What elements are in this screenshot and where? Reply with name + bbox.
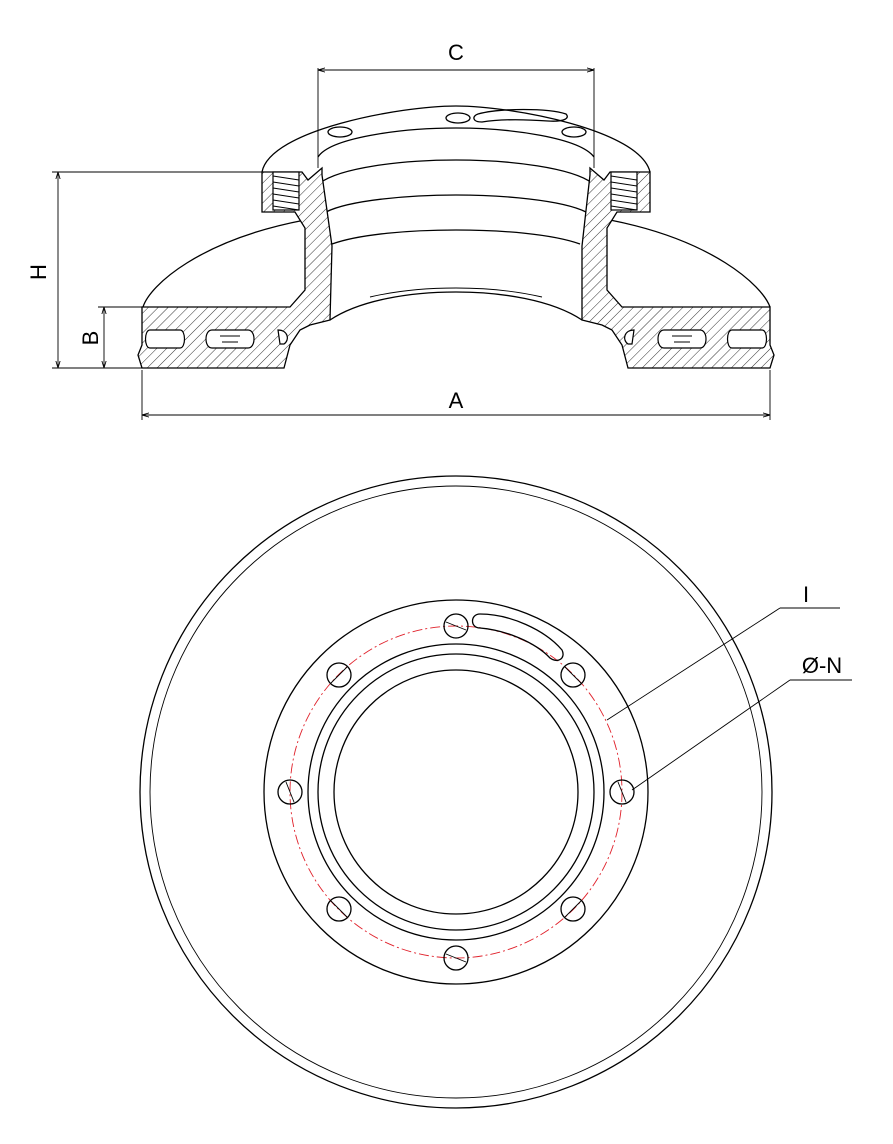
bore-inner bbox=[333, 669, 579, 915]
hat-flange bbox=[263, 599, 649, 985]
bolt-hole-3 bbox=[609, 779, 635, 805]
bore-ring-2 bbox=[325, 194, 587, 213]
disc-outer bbox=[139, 475, 773, 1109]
thread-right-lines bbox=[610, 175, 638, 211]
top-hole-1 bbox=[327, 126, 353, 138]
dim-b-label: B bbox=[78, 331, 103, 346]
dim-a-label: A bbox=[449, 388, 464, 413]
section-left bbox=[137, 166, 333, 369]
vent-right-1 bbox=[726, 329, 768, 349]
bolt-hole-5 bbox=[443, 945, 469, 971]
bore-ring-5 bbox=[369, 287, 543, 298]
leader-i bbox=[606, 607, 781, 721]
section-view: C H B A bbox=[26, 40, 775, 420]
label-i: I bbox=[803, 582, 809, 607]
section-right bbox=[581, 166, 775, 369]
arc-slot bbox=[471, 613, 564, 662]
vent-right-3 bbox=[624, 329, 635, 345]
leader-n bbox=[631, 679, 791, 791]
hat-profile-left bbox=[142, 219, 306, 308]
label-n: Ø-N bbox=[802, 653, 842, 678]
bore-mid bbox=[317, 653, 595, 931]
dim-c-label: C bbox=[448, 40, 464, 65]
bolt-hole-6 bbox=[326, 896, 352, 922]
bore-ring-3 bbox=[331, 229, 581, 245]
dim-h-label: H bbox=[26, 264, 51, 280]
thread-left-lines bbox=[272, 175, 300, 211]
top-hole-2 bbox=[445, 112, 471, 124]
front-view: I Ø-N bbox=[139, 475, 852, 1109]
top-slot bbox=[473, 108, 568, 123]
bore-ring-4 bbox=[329, 291, 583, 321]
disc-outer-chamfer bbox=[149, 485, 763, 1099]
top-flange-front bbox=[317, 127, 595, 158]
bolt-hole-1 bbox=[443, 613, 469, 639]
hat-profile-right bbox=[609, 219, 771, 308]
top-hole-3 bbox=[561, 126, 587, 138]
bolt-hole-7 bbox=[277, 779, 303, 805]
vent-left-1 bbox=[144, 329, 186, 349]
vent-right-2 bbox=[657, 329, 707, 349]
vent-left-3 bbox=[277, 329, 288, 345]
bolt-hole-2 bbox=[560, 662, 586, 688]
bore-outer bbox=[307, 643, 605, 941]
bolt-circle bbox=[289, 625, 623, 959]
bolt-hole-8 bbox=[326, 662, 352, 688]
vent-left-2 bbox=[205, 329, 255, 349]
top-flange-back bbox=[261, 105, 651, 173]
bolt-hole-4 bbox=[560, 896, 586, 922]
bore-ring-1 bbox=[319, 159, 593, 184]
